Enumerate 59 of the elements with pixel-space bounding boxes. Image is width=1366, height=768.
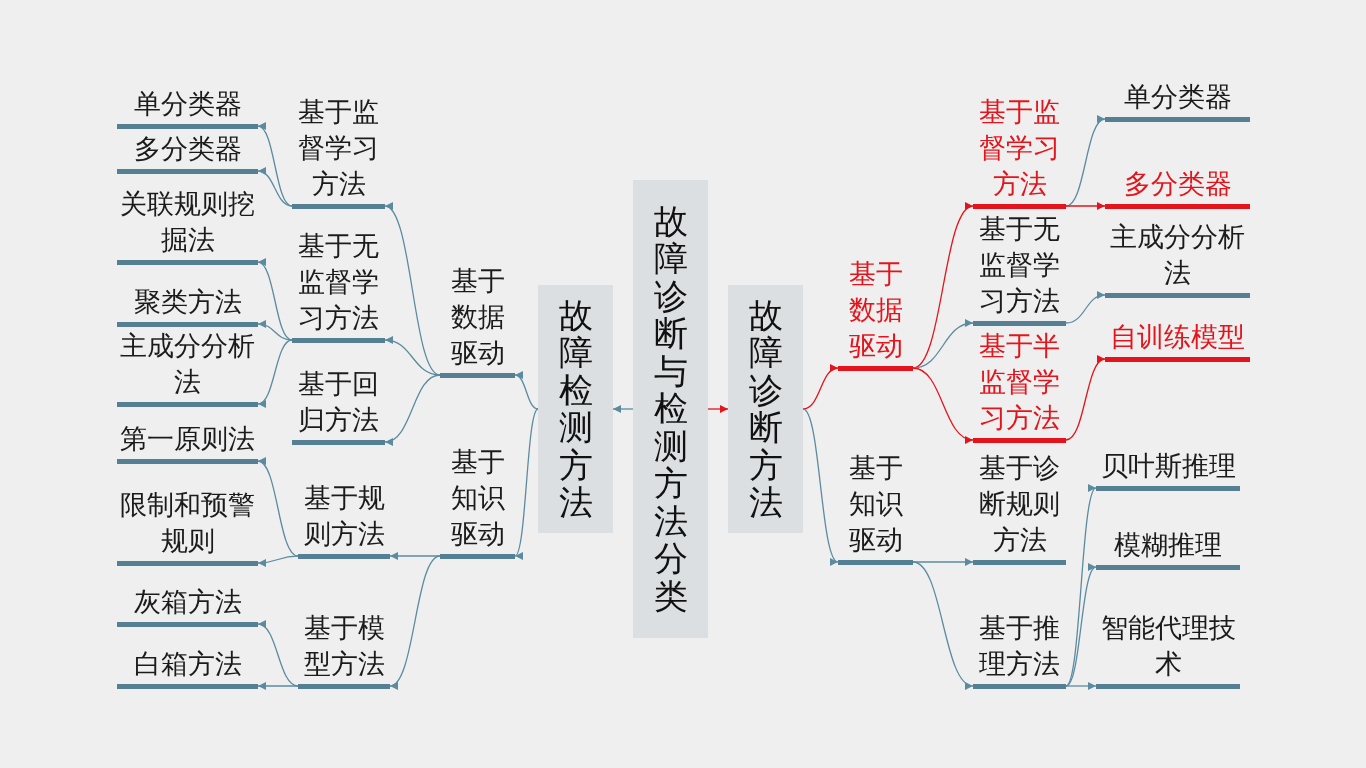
- arrow: [912, 320, 974, 369]
- arrow: [1065, 357, 1106, 441]
- branch-topic: 单分类器: [1105, 78, 1250, 122]
- branch-topic: 基于数据驱动: [838, 255, 913, 371]
- arrow: [802, 408, 839, 563]
- arrow: [802, 365, 839, 410]
- branch-topic: 自训练模型: [1105, 318, 1250, 362]
- category-box: 故障检测方法: [538, 285, 613, 533]
- branch-topic: 基于知识驱动: [440, 443, 515, 559]
- arrow: [912, 561, 974, 688]
- branch-topic: 智能代理技术: [1096, 609, 1240, 689]
- branch-topic: 基于规则方法: [298, 479, 390, 559]
- arrow: [389, 555, 441, 687]
- branch-topic: 基于半监督学习方法: [973, 327, 1066, 443]
- branch-topic: 基于数据驱动: [440, 262, 515, 378]
- branch-topic: 基于推理方法: [973, 609, 1066, 689]
- branch-topic: 基于知识驱动: [838, 449, 913, 565]
- branch-topic: 主成分分析法: [1105, 218, 1250, 298]
- branch-topic: 多分类器: [117, 130, 258, 174]
- arrow: [384, 336, 441, 376]
- arrow: [1065, 292, 1106, 324]
- branch-topic: 主成分分析法: [117, 327, 258, 407]
- arrow: [1065, 566, 1097, 687]
- arrow: [912, 558, 974, 566]
- branch-topic: 第一原则法: [117, 420, 258, 464]
- branch-topic: 基于回归方法: [292, 365, 385, 445]
- arrow: [257, 682, 299, 690]
- arrow: [1065, 682, 1097, 690]
- branch-topic: 基于监督学习方法: [292, 93, 385, 209]
- arrow: [1065, 487, 1097, 687]
- arrow: [257, 320, 293, 341]
- arrow: [514, 373, 539, 410]
- branch-topic: 贝叶斯推理: [1096, 447, 1240, 491]
- category-box: 故障诊断方法: [728, 285, 803, 533]
- branch-topic: 灰箱方法: [117, 583, 258, 627]
- branch-topic: 基于监督学习方法: [973, 93, 1066, 209]
- branch-topic: 基于模型方法: [298, 609, 390, 689]
- branch-topic: 单分类器: [117, 85, 258, 129]
- branch-topic: 基于无监督学习方法: [973, 210, 1066, 326]
- arrow: [257, 555, 299, 567]
- branch-topic: 多分类器: [1105, 165, 1250, 209]
- branch-topic: 限制和预警规则: [117, 486, 258, 566]
- branch-topic: 白箱方法: [117, 645, 258, 689]
- arrow: [389, 552, 441, 560]
- branch-topic: 聚类方法: [117, 283, 258, 327]
- arrow: [257, 339, 293, 406]
- branch-topic: 基于无监督学习方法: [292, 227, 385, 343]
- branch-topic: 关联规则挖掘法: [117, 185, 258, 265]
- arrow: [384, 374, 441, 445]
- arrow: [257, 460, 299, 557]
- arrow: [1065, 202, 1106, 210]
- arrow: [514, 408, 539, 557]
- branch-topic: 基于诊断规则方法: [973, 449, 1066, 565]
- root-box: 故障诊断与检测方法分类: [633, 180, 708, 638]
- arrow: [612, 405, 634, 413]
- arrow: [257, 168, 293, 207]
- branch-topic: 模糊推理: [1096, 526, 1240, 570]
- arrow: [707, 405, 729, 413]
- arrow: [912, 367, 974, 443]
